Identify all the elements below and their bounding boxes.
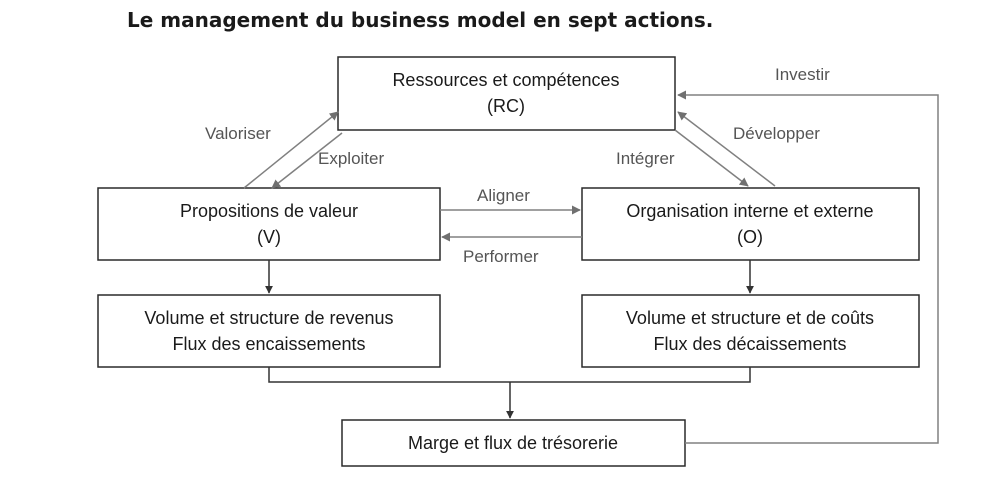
arrow-developper (677, 111, 776, 187)
arrow-integrer (674, 129, 749, 187)
arrow-valoriser (243, 111, 339, 189)
node-couts: Volume et structure et de coûts Flux des… (581, 294, 920, 368)
diagram-title: Le management du business model en sept … (127, 8, 713, 32)
label-integrer: Intégrer (616, 149, 675, 168)
node-ressources-abbrev: (RC) (487, 96, 525, 116)
node-propositions-abbrev: (V) (257, 227, 281, 247)
arrow-exploiter (271, 132, 343, 189)
node-marge: Marge et flux de trésorerie (341, 419, 686, 467)
label-exploiter: Exploiter (318, 149, 384, 168)
node-couts-line2: Flux des décaissements (653, 334, 846, 354)
node-ressources-label: Ressources et compétences (392, 70, 619, 90)
label-aligner: Aligner (477, 186, 530, 205)
arrow-investir (677, 90, 939, 444)
node-propositions-valeur: Propositions de valeur (V) (97, 187, 441, 261)
label-investir: Investir (775, 65, 830, 84)
node-couts-line1: Volume et structure et de coûts (626, 308, 874, 328)
node-marge-label: Marge et flux de trésorerie (408, 433, 618, 453)
node-ressources-competences: Ressources et compétences (RC) (337, 56, 676, 131)
node-organisation: Organisation interne et externe (O) (581, 187, 920, 261)
node-organisation-abbrev: (O) (737, 227, 763, 247)
node-propositions-label: Propositions de valeur (180, 201, 358, 221)
node-revenus-line2: Flux des encaissements (172, 334, 365, 354)
label-performer: Performer (463, 247, 539, 266)
node-revenus: Volume et structure de revenus Flux des … (97, 294, 441, 368)
label-valoriser: Valoriser (205, 124, 271, 143)
node-organisation-label: Organisation interne et externe (626, 201, 873, 221)
connector-flux-merge (268, 367, 751, 383)
node-revenus-line1: Volume et structure de revenus (144, 308, 393, 328)
label-developper: Développer (733, 124, 820, 143)
